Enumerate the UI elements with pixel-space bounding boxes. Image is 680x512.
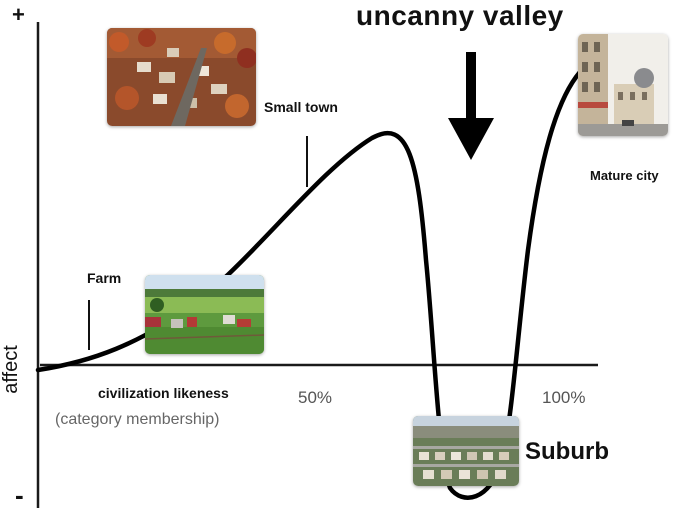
- minus-sign: -: [15, 480, 24, 510]
- small-town-label: Small town: [264, 99, 338, 115]
- plus-sign: +: [12, 2, 25, 27]
- farm-label: Farm: [87, 270, 122, 286]
- x-axis-sublabel: (category membership): [55, 411, 220, 428]
- down-arrow-icon: [448, 52, 494, 160]
- mature-city-photo: [578, 34, 668, 136]
- suburb-photo: [413, 416, 519, 486]
- x-tick-100: 100%: [542, 388, 586, 407]
- suburb-label: Suburb: [525, 438, 609, 465]
- mature-city-label: Mature city: [590, 168, 659, 183]
- x-tick-50: 50%: [298, 388, 333, 407]
- small-town-photo: [107, 28, 256, 126]
- y-axis-label: affect: [0, 345, 22, 394]
- x-axis-label: civilization likeness: [98, 385, 229, 401]
- farm-photo: [145, 275, 264, 354]
- diagram-title: uncanny valley: [356, 0, 564, 31]
